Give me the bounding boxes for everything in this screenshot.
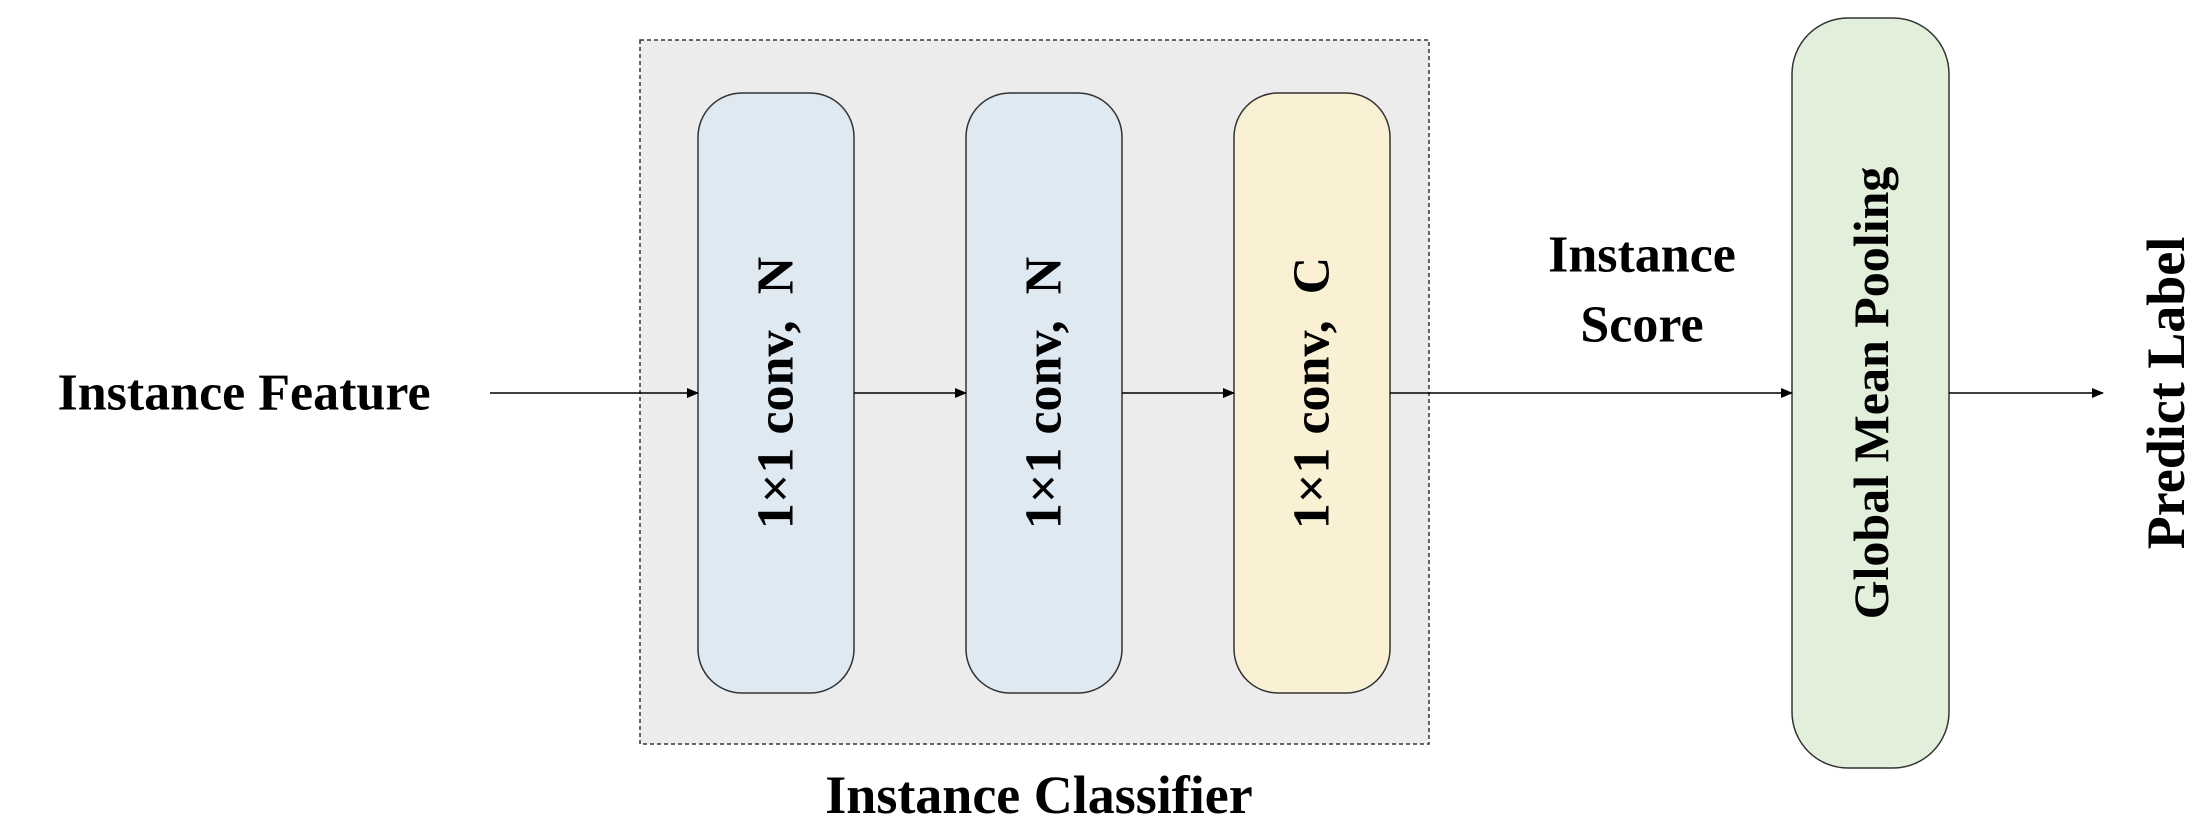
conv-block-1-label: 1×1 conv, N (748, 257, 805, 529)
instance-feature-label: Instance Feature (57, 365, 430, 422)
conv-block-3-label: 1×1 conv, C (1284, 257, 1341, 529)
predict-label-text: Predict Label (2136, 237, 2196, 549)
conv-block-2-label: 1×1 conv, N (1016, 257, 1073, 529)
global-mean-pooling-label: Global Mean Pooling (1843, 167, 1899, 620)
instance-score-label-line1: Instance (1548, 227, 1736, 284)
instance-score-label-line2: Score (1580, 297, 1703, 354)
instance-classifier-label: Instance Classifier (825, 765, 1252, 825)
